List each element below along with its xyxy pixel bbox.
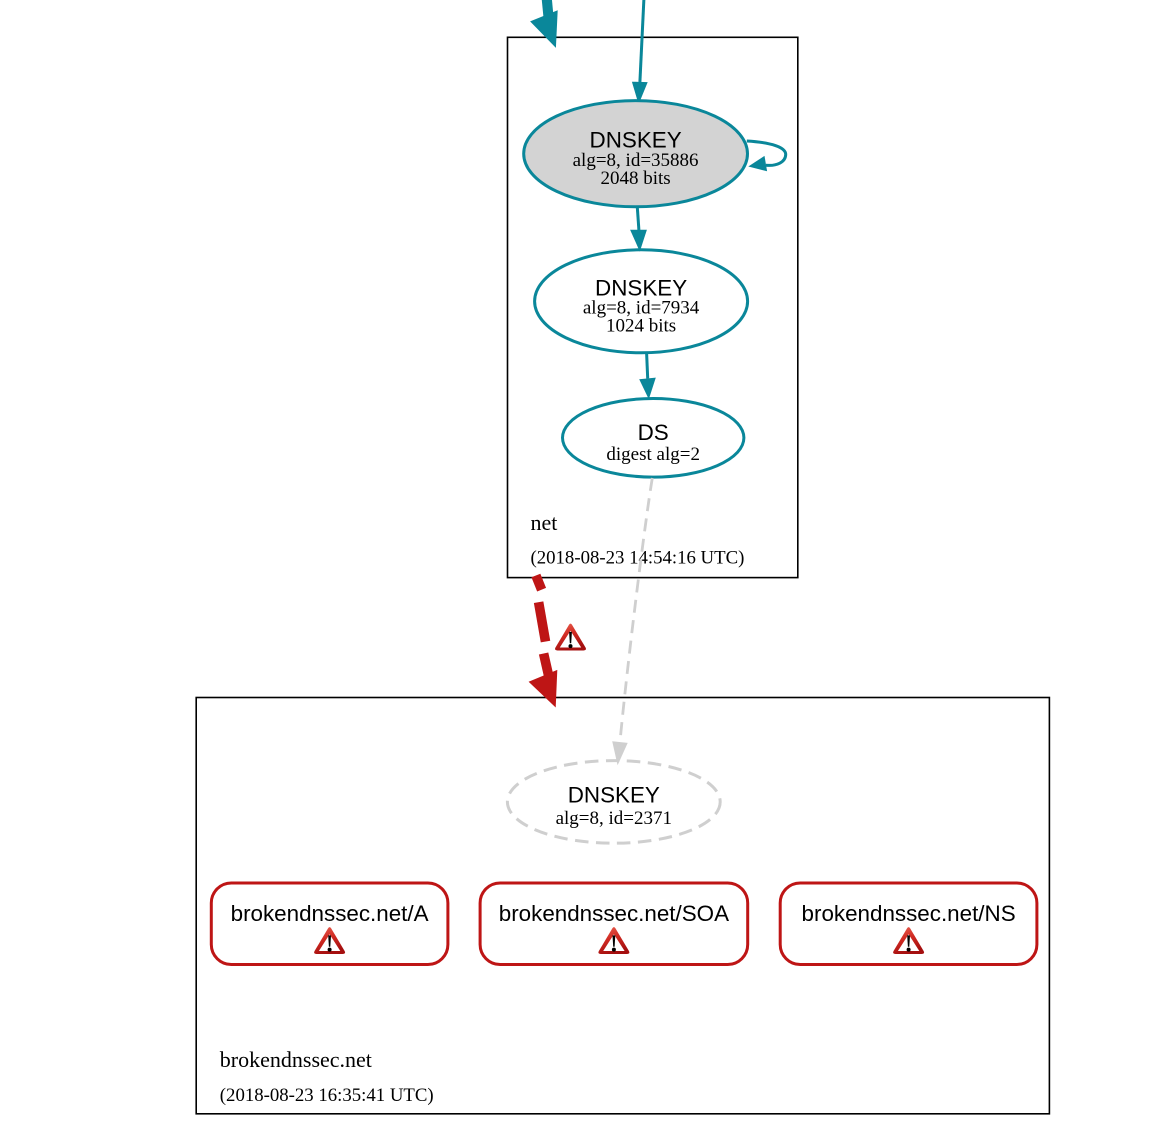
svg-text:brokendnssec.net/A: brokendnssec.net/A xyxy=(231,901,429,926)
svg-text:net: net xyxy=(531,510,558,535)
svg-text:DNSKEY: DNSKEY xyxy=(595,275,687,300)
svg-text:DS: DS xyxy=(638,420,669,445)
svg-text:brokendnssec.net: brokendnssec.net xyxy=(220,1047,372,1072)
svg-text:2048 bits: 2048 bits xyxy=(600,168,670,189)
svg-text:(2018-08-23 14:54:16 UTC): (2018-08-23 14:54:16 UTC) xyxy=(531,548,745,569)
svg-text:(2018-08-23 16:35:41 UTC): (2018-08-23 16:35:41 UTC) xyxy=(220,1085,434,1106)
svg-text:alg=8, id=35886: alg=8, id=35886 xyxy=(573,150,699,171)
svg-text:DNSKEY: DNSKEY xyxy=(590,128,682,153)
svg-text:alg=8, id=2371: alg=8, id=2371 xyxy=(556,808,672,829)
svg-text:brokendnssec.net/SOA: brokendnssec.net/SOA xyxy=(499,901,729,926)
svg-text:digest alg=2: digest alg=2 xyxy=(606,444,700,465)
svg-text:brokendnssec.net/NS: brokendnssec.net/NS xyxy=(802,901,1016,926)
svg-text:1024 bits: 1024 bits xyxy=(606,316,676,337)
svg-text:DNSKEY: DNSKEY xyxy=(568,782,660,807)
svg-text:alg=8, id=7934: alg=8, id=7934 xyxy=(583,298,700,319)
